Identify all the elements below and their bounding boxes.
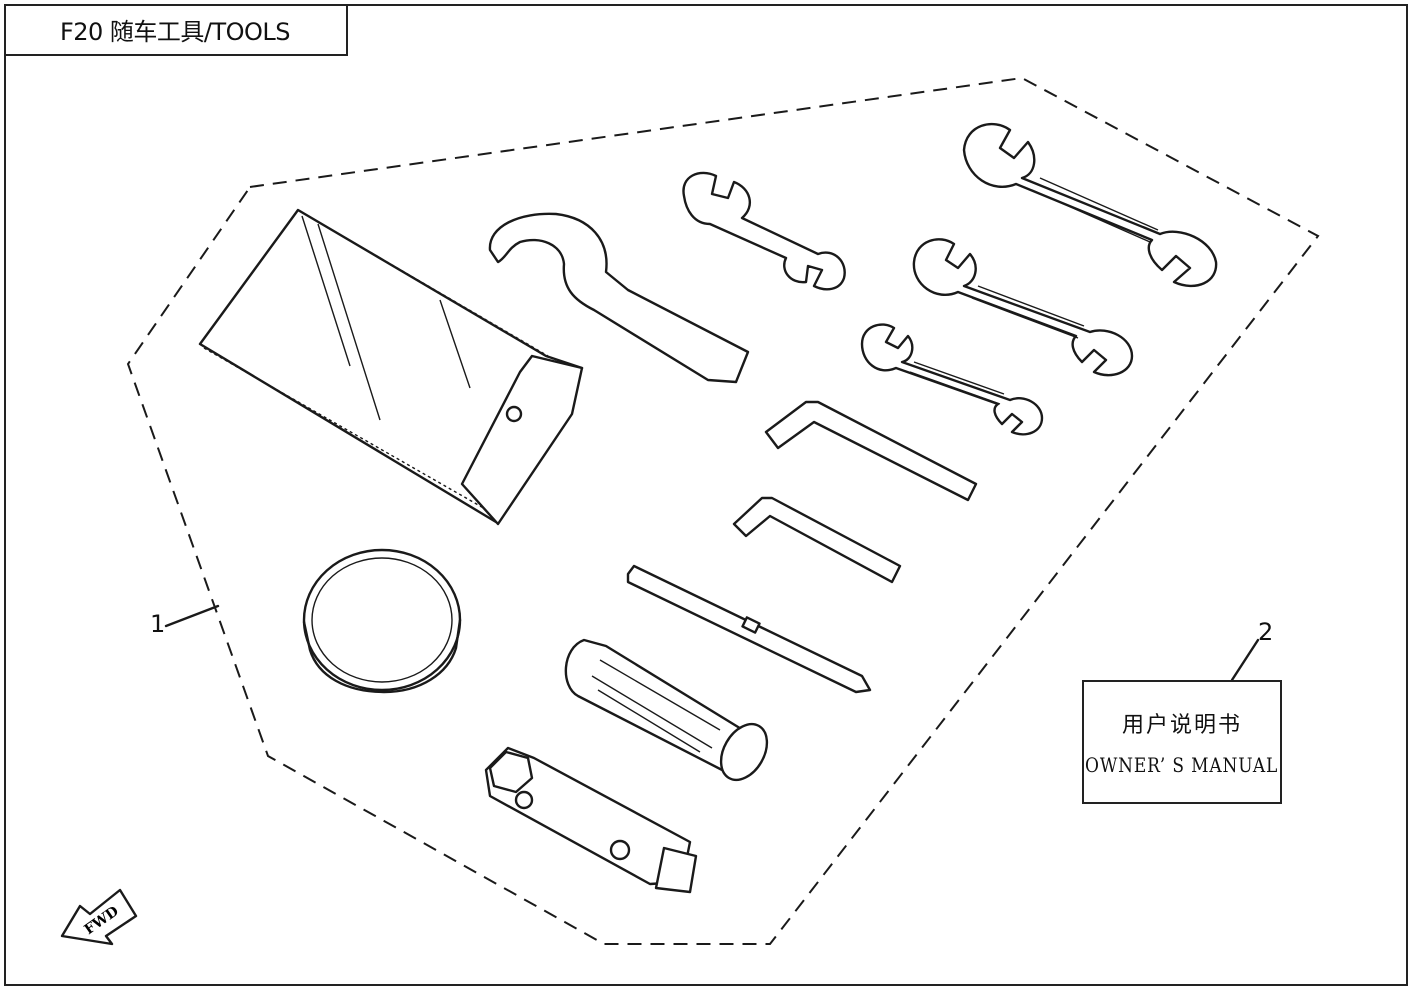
owners-manual: 用户说明书 OWNER’ S MANUAL [1082,680,1282,804]
drawing-frame [4,4,1408,986]
hex-key-large [764,400,978,502]
manual-title-chinese: 用户说明书 [1121,713,1242,738]
screwdriver-handle [564,638,769,782]
wrench-small [860,323,1044,436]
open-end-wrench [682,171,846,291]
tool-kit-outline [126,76,1320,945]
hex-key-small [732,496,902,584]
spark-plug-wrench [484,746,698,894]
callout-1-leader [164,604,220,628]
wrench-large [962,122,1218,288]
rubber-band [302,548,462,694]
wrench-medium [912,238,1134,377]
callout-2: 2 [1258,618,1274,646]
fwd-arrow-icon: FWD [60,888,138,946]
drawing-title: F20 随车工具/TOOLS [4,4,348,56]
hook-spanner [488,212,750,384]
callout-1: 1 [150,610,166,638]
manual-title-english: OWNER’ S MANUAL [1085,753,1279,777]
tool-pouch [198,208,584,526]
callout-2-leader [1230,638,1260,682]
screwdriver-shaft [626,564,872,694]
